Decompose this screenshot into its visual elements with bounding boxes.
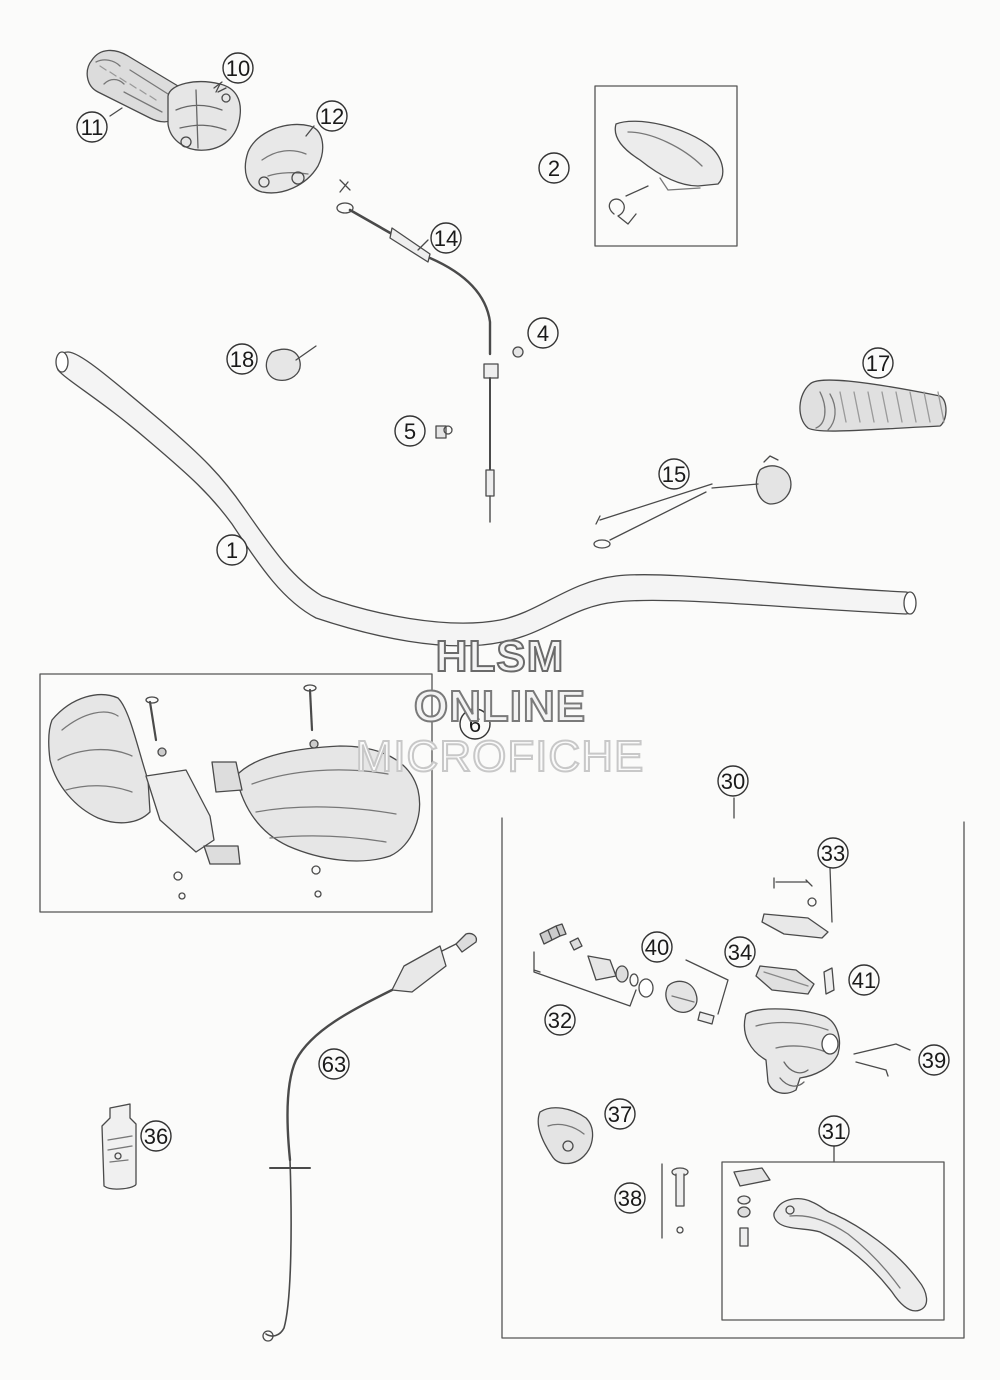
- callout-41: 41: [849, 965, 879, 995]
- svg-text:17: 17: [866, 351, 890, 376]
- adjuster-nut-part: [513, 347, 523, 357]
- dust-cap-part: [538, 1108, 592, 1164]
- leader-line-12: [306, 126, 314, 136]
- reservoir-cover-part: [762, 868, 832, 938]
- callout-layer: 1 2 4 5 6 10 11 12 14 15 17 18 30 31 32 …: [77, 53, 949, 1213]
- cable-clamp-part: [266, 346, 316, 380]
- throttle-cable-part: [337, 180, 498, 522]
- svg-text:37: 37: [608, 1102, 632, 1127]
- callout-14: 14: [431, 223, 461, 253]
- svg-text:1: 1: [226, 538, 238, 563]
- svg-text:18: 18: [230, 347, 254, 372]
- svg-text:12: 12: [320, 104, 344, 129]
- svg-text:38: 38: [618, 1186, 642, 1211]
- master-cylinder-body-part: [744, 1009, 910, 1093]
- throttle-cover-part: [245, 124, 322, 192]
- callout-30: 30: [718, 766, 748, 796]
- svg-text:11: 11: [81, 115, 104, 140]
- callout-63: 63: [319, 1049, 349, 1079]
- svg-text:33: 33: [821, 841, 845, 866]
- leader-line-11: [110, 108, 122, 116]
- left-grip-part: [87, 50, 184, 121]
- screw-part: [824, 968, 834, 994]
- callout-38: 38: [615, 1183, 645, 1213]
- svg-text:40: 40: [645, 935, 669, 960]
- master-cylinder-group-frame: [502, 818, 964, 1338]
- svg-text:31: 31: [822, 1119, 846, 1144]
- callout-1: 1: [217, 535, 247, 565]
- callout-17: 17: [863, 348, 893, 378]
- leader-line-10: [216, 84, 220, 92]
- callout-6: 6: [460, 709, 490, 739]
- svg-text:30: 30: [721, 769, 745, 794]
- watermark-line-1: HLSM: [435, 631, 565, 682]
- callout-37: 37: [605, 1099, 635, 1129]
- callout-39: 39: [919, 1045, 949, 1075]
- bushing-part: [666, 960, 728, 1024]
- callout-32: 32: [545, 1005, 575, 1035]
- svg-text:2: 2: [548, 156, 560, 181]
- watermark-line-3: MICROFICHE: [355, 731, 645, 782]
- watermark-line-2: ONLINE: [413, 681, 587, 732]
- fluid-bottle-part: [102, 1104, 136, 1189]
- cable-clip-part: [436, 426, 452, 438]
- svg-text:4: 4: [537, 321, 549, 346]
- svg-text:39: 39: [922, 1048, 946, 1073]
- svg-text:63: 63: [322, 1052, 346, 1077]
- callout-2: 2: [539, 153, 569, 183]
- svg-text:41: 41: [852, 968, 876, 993]
- svg-text:36: 36: [144, 1124, 168, 1149]
- callout-5: 5: [395, 416, 425, 446]
- kill-switch-part: [594, 456, 791, 548]
- brake-lever-part: [734, 1168, 927, 1311]
- svg-text:6: 6: [469, 712, 481, 737]
- diaphragm-part: [756, 966, 814, 994]
- pivot-bolt-part: [662, 1164, 688, 1238]
- callout-40: 40: [642, 932, 672, 962]
- callout-36: 36: [141, 1121, 171, 1151]
- svg-text:14: 14: [434, 226, 458, 251]
- callout-4: 4: [528, 318, 558, 348]
- right-grip-part: [800, 380, 946, 431]
- callout-10: 10: [223, 53, 253, 83]
- callout-11: 11: [77, 112, 107, 142]
- svg-text:32: 32: [548, 1008, 572, 1033]
- leader-line-14: [418, 240, 428, 250]
- callout-12: 12: [317, 101, 347, 131]
- piston-kit-part: [534, 924, 653, 1006]
- lever-group-frame: [722, 1162, 944, 1320]
- clutch-cover-part: [609, 121, 722, 224]
- callout-18: 18: [227, 344, 257, 374]
- left-handguard-part: [49, 695, 240, 899]
- svg-text:34: 34: [728, 940, 752, 965]
- handguard-group-frame: [40, 674, 432, 912]
- right-handguard-part: [212, 685, 420, 897]
- clutch-cable-part: [263, 933, 476, 1341]
- throttle-housing-part: [168, 82, 240, 151]
- handlebar-part: [56, 352, 916, 646]
- svg-text:10: 10: [226, 56, 250, 81]
- part-2-group-frame: [595, 86, 737, 246]
- callout-15: 15: [659, 459, 689, 489]
- callout-34: 34: [725, 937, 755, 967]
- callout-31: 31: [819, 1116, 849, 1146]
- svg-text:5: 5: [404, 419, 416, 444]
- svg-text:15: 15: [662, 462, 686, 487]
- callout-33: 33: [818, 838, 848, 868]
